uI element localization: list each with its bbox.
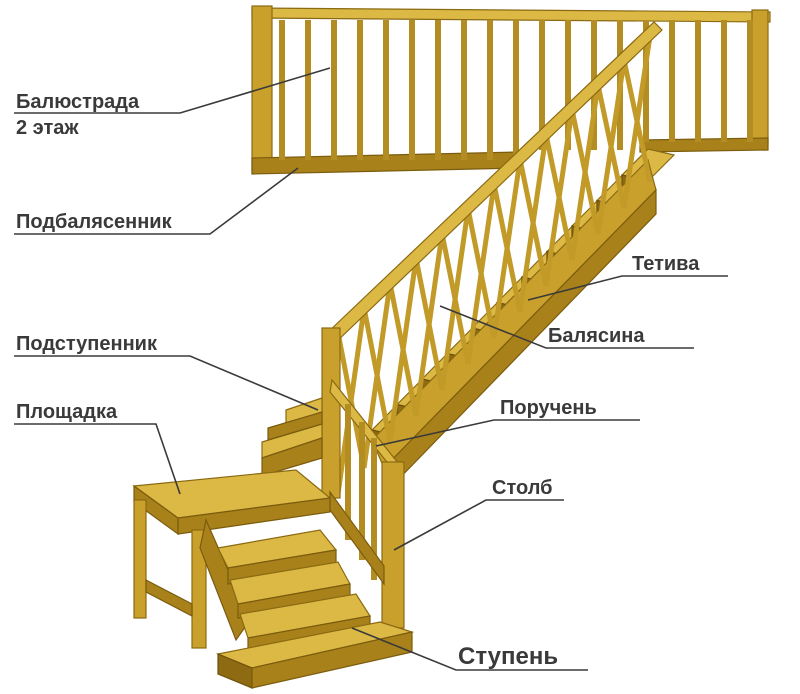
upper-flight — [325, 21, 676, 495]
leader-podstupennik — [14, 355, 319, 411]
balyasina-lattice — [439, 209, 471, 391]
newel-post-upper — [321, 327, 341, 499]
winder-step-riser — [261, 437, 323, 477]
balyasina-lattice — [335, 308, 367, 495]
leader-ploshchadka — [14, 423, 181, 495]
balyasina-lattice — [621, 35, 653, 209]
balyasina-lattice — [413, 233, 445, 417]
upper-balustrade — [251, 5, 771, 175]
balyasina-lattice — [595, 60, 627, 235]
label-balyasina: Балясина — [548, 325, 645, 347]
labels: Балюстрада 2 этаж Подбалясенник Тетива П… — [16, 91, 700, 670]
label-balustrade-line2: 2 этаж — [16, 117, 79, 139]
balyasina-lattice — [517, 134, 549, 313]
leader-poruchen — [375, 419, 640, 447]
balustrade-right-post — [751, 9, 769, 145]
balyasina-lattice — [491, 159, 523, 339]
leader-lines — [14, 67, 728, 671]
leader-tetiva — [527, 275, 728, 301]
leader-stolb — [393, 499, 564, 551]
label-ploshchadka: Площадка — [16, 401, 118, 423]
label-poruchen: Поручень — [500, 397, 597, 419]
handrail — [325, 21, 663, 345]
label-podstupennik: Подступенник — [16, 333, 158, 355]
label-tetiva: Тетива — [632, 253, 700, 275]
label-stolb: Столб — [492, 477, 553, 499]
lattice-balusters — [335, 35, 653, 495]
podstupennik-riser — [267, 411, 323, 441]
balustrade-top-rail — [251, 7, 771, 23]
balyasina-lattice — [569, 85, 601, 261]
balyasina-lattice — [387, 258, 419, 443]
leader-balustrade — [14, 67, 331, 114]
balyasina-lattice — [543, 110, 575, 287]
newel-post-stolb — [381, 461, 405, 629]
landing-leg — [133, 499, 147, 619]
label-stupen: Ступень — [458, 643, 558, 670]
label-podbalyasennik: Подбалясенник — [16, 211, 173, 233]
balyasina-lattice — [465, 184, 497, 365]
leader-balyasina — [439, 305, 694, 349]
landing-leg — [191, 529, 207, 649]
landing-edge-front — [177, 497, 331, 535]
leader-stupen — [351, 627, 588, 671]
landing-and-lower-steps — [132, 397, 415, 689]
leader-podbalyasennik — [14, 167, 299, 235]
label-balustrade-line1: Балюстрада — [16, 91, 140, 113]
landing-brace — [145, 579, 193, 617]
